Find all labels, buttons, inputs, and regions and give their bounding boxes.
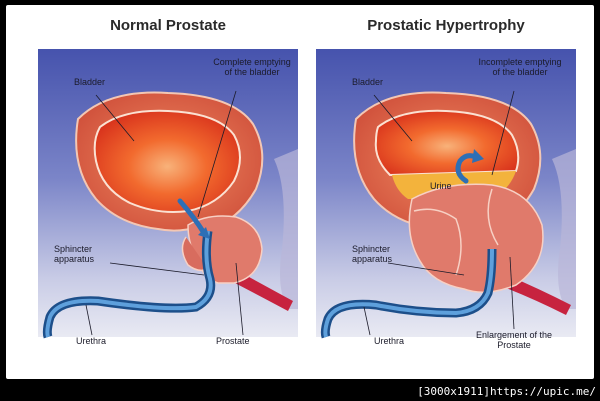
prostate-gland-left-lobe [181, 236, 209, 272]
label-complete-emptying-line1: Complete emptying [213, 57, 291, 67]
leader-emptying [491, 90, 515, 176]
label-bladder-right: Bladder [352, 77, 384, 87]
label-urethra: Urethra [76, 336, 107, 346]
urethra-highlight [45, 230, 213, 338]
label-urethra-right: Urethra [374, 336, 405, 346]
leader-sphincter [109, 262, 205, 276]
leader-prostate [235, 262, 244, 336]
urethra-highlight [323, 248, 494, 338]
watermark-text: [3000x1911]https://upic.me/ [417, 385, 596, 398]
enlarged-prostate-lobe-right [487, 188, 499, 246]
leader-emptying [197, 90, 237, 218]
bladder-lumen [93, 109, 241, 213]
label-prostate: Prostate [216, 336, 250, 346]
label-incomplete-emptying: Incomplete emptying of the bladder [472, 57, 568, 77]
leader-urethra [85, 304, 93, 336]
emptying-arrow-head [198, 227, 210, 239]
diagram-canvas: Normal Prostate Prostatic Hypertrophy Bl… [6, 5, 594, 379]
reflux-arrow-head [472, 149, 484, 163]
label-sphincter-line2: apparatus [54, 254, 95, 264]
leader-sphincter [387, 262, 465, 276]
label-bladder: Bladder [74, 77, 106, 87]
panel-title-hypertrophy: Prostatic Hypertrophy [367, 17, 525, 34]
panel-normal-prostate [38, 49, 298, 339]
panel-prostatic-hypertrophy [316, 49, 576, 339]
label-sphincter-right-line2: apparatus [352, 254, 393, 264]
label-incomplete-emptying-line1: Incomplete emptying [478, 57, 562, 67]
leader-bladder [95, 94, 135, 142]
pelvic-tissue [552, 149, 576, 309]
label-complete-emptying-line2: of the bladder [224, 67, 280, 77]
panel-title-normal: Normal Prostate [110, 17, 226, 34]
label-urine: Urine [430, 181, 452, 191]
label-enlargement-of-prostate: Enlargement of the Prostate [468, 330, 560, 350]
leader-urethra [363, 306, 371, 336]
label-sphincter-apparatus-right: Sphincter apparatus [352, 244, 392, 264]
label-complete-emptying: Complete emptying of the bladder [212, 57, 292, 77]
leader-bladder [373, 94, 413, 142]
label-incomplete-emptying-line2: of the bladder [492, 67, 548, 77]
pelvic-tissue [274, 149, 298, 309]
label-enlargement-line1: Enlargement of the [475, 330, 553, 340]
leader-enlargement [509, 256, 515, 330]
label-sphincter-right-line1: Sphincter [352, 244, 391, 254]
label-sphincter-line1: Sphincter [54, 244, 93, 254]
label-enlargement-line2: Prostate [497, 340, 531, 350]
emptying-arrow [177, 198, 207, 236]
enlarged-prostate-lobe-left [413, 208, 462, 276]
reflux-arrow [455, 153, 479, 184]
label-sphincter-apparatus: Sphincter apparatus [54, 244, 94, 264]
